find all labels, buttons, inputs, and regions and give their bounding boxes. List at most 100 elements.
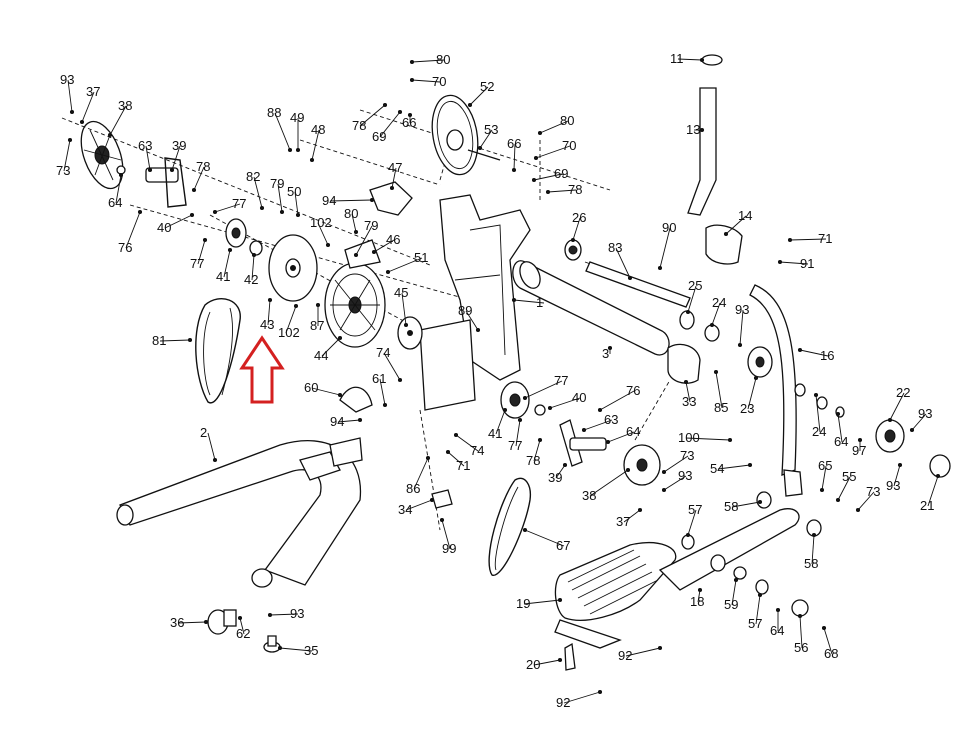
leader-dot-26 (570, 237, 576, 243)
leader-dot-37 (637, 507, 643, 513)
callout-51: 51 (414, 250, 428, 265)
callout-65: 65 (818, 458, 832, 473)
leader-line-73 (63, 139, 71, 172)
leader-dot-63 (147, 167, 153, 173)
callout-64: 64 (108, 195, 122, 210)
callout-13: 13 (686, 122, 700, 137)
callout-47: 47 (388, 160, 402, 175)
leader-line-77 (214, 203, 241, 213)
leader-line-16 (799, 349, 829, 357)
leader-line-93 (67, 79, 73, 113)
leader-dot-89 (475, 327, 481, 333)
leader-line-63 (145, 145, 151, 171)
right-bearings (564, 239, 951, 478)
leader-line-19 (523, 599, 561, 605)
callout-79: 79 (364, 218, 378, 233)
leader-dot-70 (533, 155, 539, 161)
leader-dot-100 (727, 437, 733, 443)
leader-dot-35 (277, 645, 283, 651)
callout-16: 16 (820, 348, 834, 363)
leader-line-99 (441, 519, 451, 550)
leader-dot-14 (723, 231, 729, 237)
leader-line-73 (857, 491, 875, 511)
leader-dot-77 (517, 417, 523, 423)
leader-line-70 (411, 79, 441, 83)
leader-dot-56 (797, 613, 803, 619)
leader-dot-73 (855, 507, 861, 513)
leader-dot-82 (259, 205, 265, 211)
leader-line-36 (177, 621, 207, 624)
leader-dot-21 (935, 473, 941, 479)
callout-73: 73 (866, 484, 880, 499)
callout-78: 78 (352, 118, 366, 133)
callout-86: 86 (406, 481, 420, 496)
leader-line-100 (685, 437, 731, 441)
leader-dot-22 (887, 417, 893, 423)
leader-line-58 (811, 534, 815, 565)
leader-line-42 (251, 254, 255, 281)
leader-dot-66 (511, 167, 517, 173)
leader-dot-102 (293, 303, 299, 309)
callout-67: 67 (556, 538, 570, 553)
callout-66: 66 (507, 136, 521, 151)
leader-line-83 (615, 247, 631, 279)
leader-line-37 (81, 91, 95, 123)
leader-line-61 (379, 378, 386, 406)
leader-line-41 (223, 249, 231, 278)
leader-line-76 (125, 211, 141, 249)
callout-70: 70 (562, 138, 576, 153)
leader-line-26 (572, 217, 581, 241)
callout-83: 83 (608, 240, 622, 255)
leader-dot-70 (409, 77, 415, 83)
leader-line-91 (779, 261, 809, 265)
leader-dot-50 (295, 212, 301, 218)
leader-line-93 (893, 464, 901, 487)
callout-92: 92 (556, 695, 570, 710)
leader-line-77 (524, 380, 563, 399)
leader-dot-73 (661, 469, 667, 475)
left-crank-arm-part (80, 120, 187, 208)
leader-line-63 (583, 419, 613, 431)
callout-22: 22 (896, 385, 910, 400)
leader-line-80 (539, 120, 569, 134)
leader-dot-23 (753, 375, 759, 381)
leader-dot-59 (733, 577, 739, 583)
callout-59: 59 (724, 597, 738, 612)
leader-dot-18 (697, 587, 703, 593)
callout-76: 76 (118, 240, 132, 255)
leader-line-88 (274, 112, 291, 151)
leader-dot-58 (811, 532, 817, 538)
callout-37: 37 (86, 84, 100, 99)
leader-line-92 (563, 691, 601, 704)
callout-56: 56 (794, 640, 808, 655)
leader-dot-78 (191, 187, 197, 193)
callout-102: 102 (278, 325, 300, 340)
callout-93: 93 (290, 606, 304, 621)
leader-line-79 (355, 225, 373, 256)
leader-dot-11 (699, 57, 705, 63)
callout-42: 42 (244, 272, 258, 287)
callout-40: 40 (572, 390, 586, 405)
leader-line-34 (405, 499, 433, 511)
callout-73: 73 (680, 448, 694, 463)
callout-53: 53 (484, 122, 498, 137)
callout-33: 33 (682, 394, 696, 409)
leader-line-78 (359, 104, 386, 127)
callout-23: 23 (740, 401, 754, 416)
leader-dot-24 (813, 392, 819, 398)
leader-dot-74 (397, 377, 403, 383)
callout-71: 71 (818, 231, 832, 246)
leader-line-73 (663, 455, 689, 473)
leader-line-74 (383, 352, 401, 381)
callout-44: 44 (314, 348, 328, 363)
callout-50: 50 (287, 184, 301, 199)
leader-dot-79 (279, 209, 285, 215)
leader-dot-20 (557, 657, 563, 663)
leader-dot-88 (287, 147, 293, 153)
callout-61: 61 (372, 371, 386, 386)
leader-dot-52 (467, 102, 473, 108)
callout-78: 78 (526, 453, 540, 468)
callout-93: 93 (918, 406, 932, 421)
leader-dot-76 (137, 209, 143, 215)
